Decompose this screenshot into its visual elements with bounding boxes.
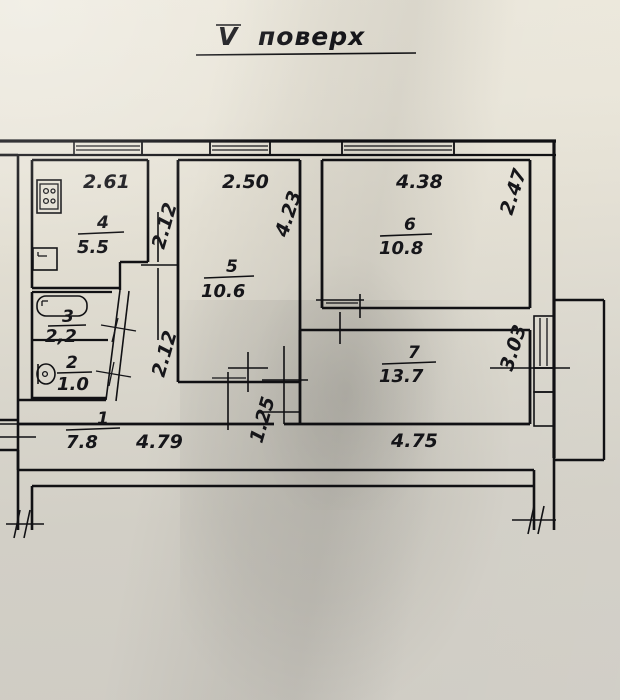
dim-mid-bottom: 1.25 [246,394,280,445]
balcony-right [490,298,606,462]
room-6: 4.38 6 10.8 2.47 [320,158,532,310]
room-4-number: 4 [96,213,109,233]
lower-corridor [6,450,556,539]
room-1-area: 7.8 [66,432,98,453]
room-2-number: 2 [66,353,78,373]
bathtub-icon [36,295,88,317]
sink-icon [32,247,58,271]
room-7-number: 7 [408,343,420,363]
room-1-hallway: 1 7.8 4.79 [18,398,274,453]
dim-top-room6: 4.38 [395,171,443,193]
diagonal-partition-doors [95,262,137,402]
dim-top-kitchen: 2.61 [83,171,130,193]
room-2-area: 1.0 [57,374,89,395]
stove-icon [36,179,62,214]
room-4-area: 5.5 [77,237,109,258]
room-7-area: 13.7 [379,366,424,387]
dim-room6-right: 2.47 [496,165,532,217]
room-4-kitchen: 2.61 4 5.5 [30,158,150,290]
window-room5-icon [209,140,271,156]
room-6-number: 6 [404,215,416,235]
room-5-number: 5 [226,257,238,277]
window-kitchen-icon [73,140,143,156]
toilet-icon [36,363,56,385]
dim-top-room5: 2.50 [222,171,269,193]
title-text: поверх [258,22,365,51]
room-1-number: 1 [97,409,109,429]
title-floor-numeral: V [218,22,239,51]
room-3-area: 2,2 [45,326,77,347]
room-3-bathroom: 3 2,2 2 1.0 [30,290,112,400]
room-6-area: 10.8 [379,238,423,259]
plan-title: V поверх [195,22,417,56]
window-group-top [73,140,455,156]
window-room6-icon [341,140,455,156]
room-3-number: 3 [62,307,74,327]
room-5-area: 10.6 [201,281,245,302]
vertical-dimension-labels: 2.12 2.12 1.25 [148,200,280,445]
dimension-ticks [0,212,364,438]
dim-bottom-left: 4.79 [135,431,183,453]
room-5: 2.50 5 10.6 4.23 [176,158,306,384]
dim-bottom-right: 4.75 [390,430,438,452]
room-7: 7 13.7 3.03 4.75 [284,322,532,452]
